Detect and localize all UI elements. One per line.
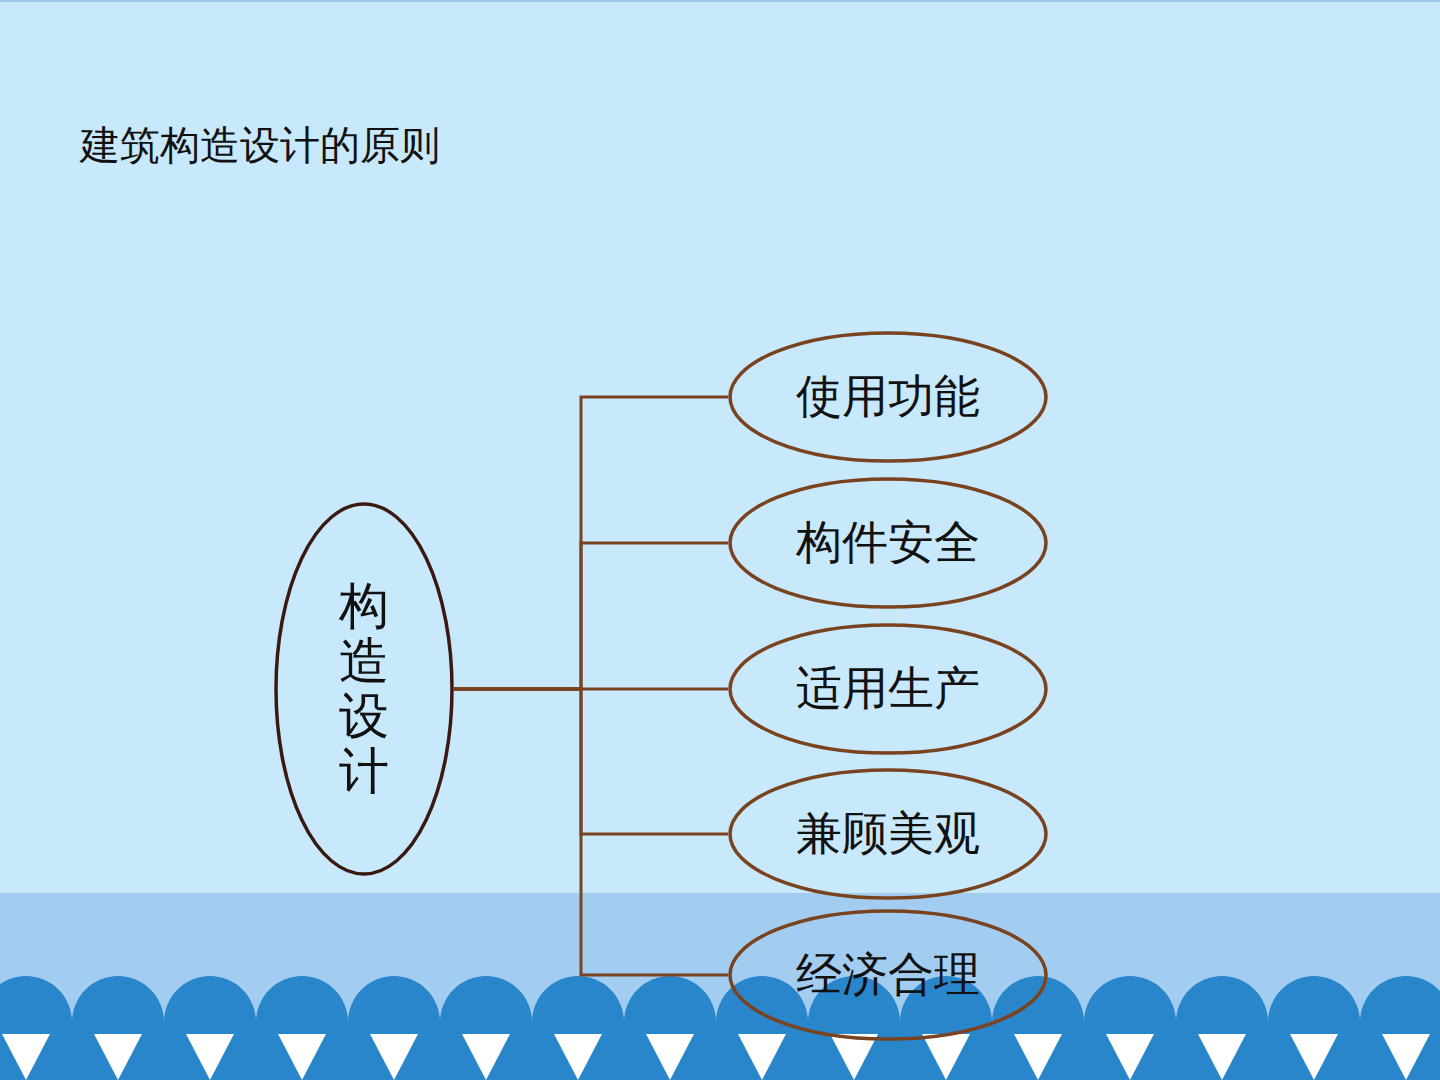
principle-ellipse: 兼顾美观 [728,768,1048,900]
scallop-row [0,970,1440,1080]
node-label: 经济合理 [796,944,980,1006]
bottom-band [0,893,1440,1080]
branch-connector [454,397,728,689]
node-label: 构造设计 [339,579,389,799]
node-label: 使用功能 [796,366,980,428]
node-label: 适用生产 [796,658,980,720]
principle-ellipse: 经济合理 [728,909,1048,1041]
node-label: 兼顾美观 [796,803,980,865]
slide-title: 建筑构造设计的原则 [80,118,440,173]
branch-connector [454,689,728,834]
principle-ellipse: 使用功能 [728,331,1048,463]
root-ellipse: 构造设计 [274,502,454,876]
principle-ellipse: 适用生产 [728,623,1048,755]
node-label: 构件安全 [796,512,980,574]
branch-connector [454,689,728,975]
branch-connector [454,543,728,689]
principle-ellipse: 构件安全 [728,477,1048,609]
